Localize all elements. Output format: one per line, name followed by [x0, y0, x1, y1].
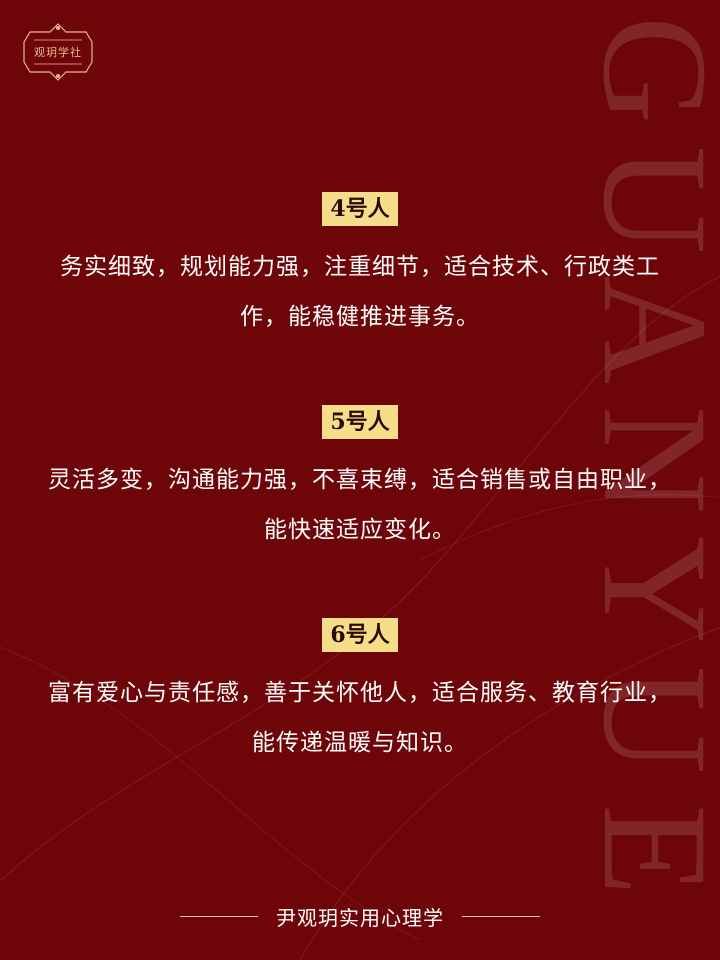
footer-divider-right — [462, 915, 540, 917]
section-6: 6号人 富有爱心与责任感，善于关怀他人，适合服务、教育行业，能传递温暖与知识。 — [0, 618, 720, 768]
section-4: 4号人 务实细致，规划能力强，注重细节，适合技术、行政类工作，能稳健推进事务。 — [0, 192, 720, 342]
footer-text: 尹观玥实用心理学 — [276, 905, 444, 930]
watermark-letter: G — [572, 15, 720, 125]
section-description: 富有爱心与责任感，善于关怀他人，适合服务、教育行业，能传递温暖与知识。 — [48, 680, 672, 756]
logo: 观玥学社 — [20, 22, 96, 84]
section-tag: 4号人 — [322, 192, 398, 226]
watermark-letter: E — [572, 795, 720, 905]
section-tag: 5号人 — [322, 405, 398, 439]
logo-frame-icon — [23, 23, 93, 81]
footer: 尹观玥实用心理学 — [0, 898, 720, 934]
section-tag: 6号人 — [322, 618, 398, 652]
section-description: 务实细致，规划能力强，注重细节，适合技术、行政类工作，能稳健推进事务。 — [60, 254, 660, 330]
section-description: 灵活多变，沟通能力强，不喜束缚，适合销售或自由职业，能快速适应变化。 — [48, 467, 672, 543]
footer-divider-left — [180, 915, 258, 917]
logo-text: 观玥学社 — [34, 46, 82, 59]
section-5: 5号人 灵活多变，沟通能力强，不喜束缚，适合销售或自由职业，能快速适应变化。 — [0, 405, 720, 555]
